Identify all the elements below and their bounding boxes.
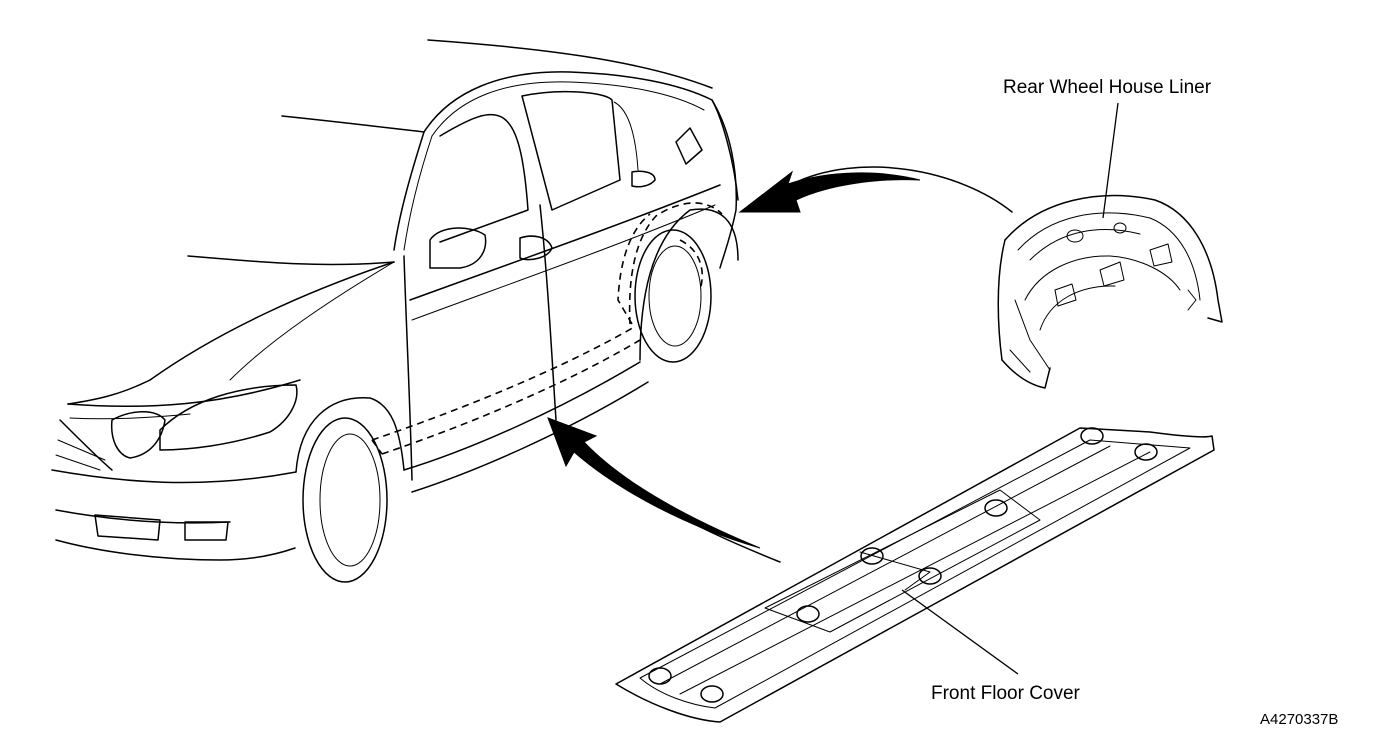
arrow-liner-to-rear-wheel bbox=[738, 166, 1013, 213]
leader-liner bbox=[1102, 102, 1119, 219]
front-floor-cover bbox=[615, 427, 1215, 723]
car-body-outline bbox=[51, 39, 739, 583]
label-rear-wheel-house-liner: Rear Wheel House Liner bbox=[1003, 77, 1212, 98]
floor-cover-clips bbox=[648, 427, 1158, 703]
rear-wheel-house-liner bbox=[997, 194, 1223, 389]
arrow-cover-to-rocker bbox=[547, 417, 781, 563]
leader-floor-cover bbox=[901, 589, 1019, 675]
figure-code: A4270337B bbox=[1260, 711, 1339, 728]
installation-outline-dashed bbox=[371, 202, 723, 455]
label-front-floor-cover: Front Floor Cover bbox=[931, 683, 1080, 704]
